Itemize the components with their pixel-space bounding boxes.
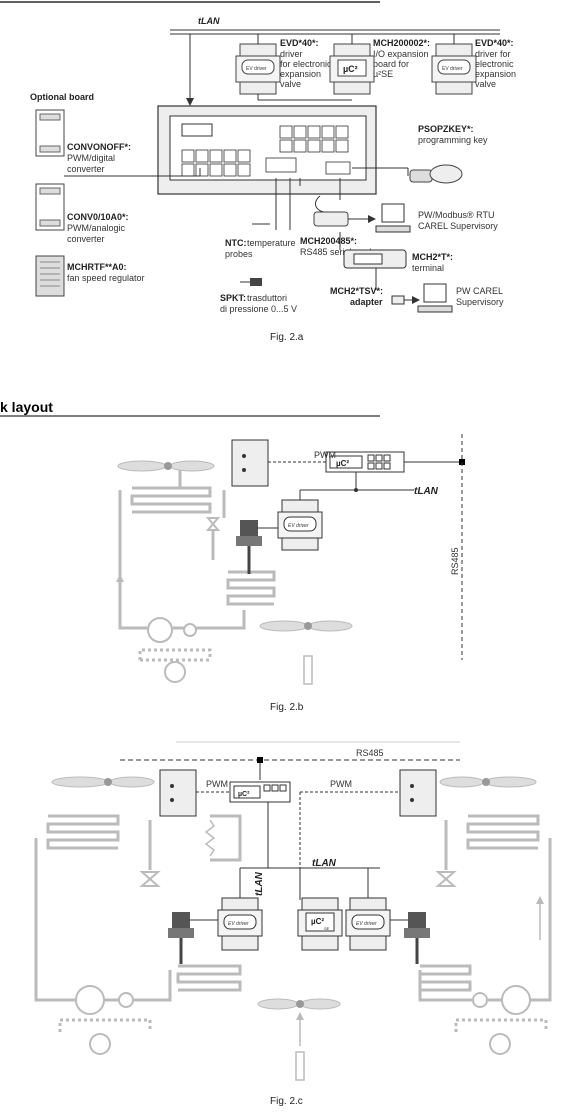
spkt-desc-inline: trasduttori xyxy=(247,293,287,303)
mch200002-desc-2: µ²SE xyxy=(373,69,393,79)
pw-modbus-desc-0: PW/Modbus® RTU xyxy=(418,210,494,220)
evd-right-name: EVD*40*: xyxy=(475,38,514,48)
pw-carel-desc-0: PW CAREL xyxy=(456,286,503,296)
pwm-label-b: PWM xyxy=(314,450,336,460)
ev-driver-label-b: EV driver xyxy=(288,523,309,529)
evd-left-device: EV driver xyxy=(235,34,281,95)
evd-left-desc-0: driver xyxy=(280,49,303,59)
uc2-label-b: µC² xyxy=(336,459,349,468)
psopzkey-desc-0: programming key xyxy=(418,135,488,145)
main-controller xyxy=(157,105,377,195)
pw-carel-desc-1: Supervisory xyxy=(456,297,504,307)
computer-icon xyxy=(375,203,411,233)
convonoff-desc-0: PWM/digital xyxy=(67,153,115,163)
rs485-serial-card xyxy=(313,195,349,227)
mch200002-desc-1: board for xyxy=(373,59,409,69)
evd-left-desc-1: for electronic xyxy=(280,59,332,69)
mch200485-desc-0: RS485 serial card xyxy=(300,247,372,257)
mch2tsv-desc-0: adapter xyxy=(350,297,383,307)
convonoff-name: CONVONOFF*: xyxy=(67,142,131,152)
conv010-desc-0: PWM/analogic xyxy=(67,223,126,233)
computer-icon-2 xyxy=(417,283,453,313)
mch2tsv-name: MCH2*TSV*: xyxy=(330,286,383,296)
rs485-label-c: RS485 xyxy=(356,748,384,758)
mch200002-desc-0: I/O expansion xyxy=(373,49,429,59)
evd-left-name: EVD*40*: xyxy=(280,38,319,48)
ev-driver-left-label-c: EV driver xyxy=(228,921,249,927)
convonoff-desc-1: converter xyxy=(67,164,105,174)
fig-2b xyxy=(116,434,465,685)
convonoff-device xyxy=(35,109,65,157)
psopzkey-name: PSOPZKEY*: xyxy=(418,124,474,134)
fig-2c-caption: Fig. 2.c xyxy=(270,1096,303,1107)
mchrtf-desc-0: fan speed regulator xyxy=(67,273,145,283)
evd-right-desc-2: expansion xyxy=(475,69,516,79)
evd-left-desc-3: valve xyxy=(280,79,301,89)
mch2t-name: MCH2*T*: xyxy=(412,252,453,262)
terminal-device xyxy=(343,249,407,269)
ntc-name: NTC: xyxy=(225,238,247,248)
evd-right-desc-3: valve xyxy=(475,79,496,89)
tlan-vertical-label-c: tLAN xyxy=(254,871,265,896)
ntc-desc-0: probes xyxy=(225,249,253,259)
pressure-transducer-icon xyxy=(240,278,262,286)
mchrtf-name: MCHRTF**A0: xyxy=(67,262,127,272)
tlan-label-b: tLAN xyxy=(414,486,439,497)
ntc-desc-inline: temperature xyxy=(247,238,296,248)
pwm-right-label-c: PWM xyxy=(330,779,352,789)
mch200002-device: µC² xyxy=(329,34,375,95)
uc2se-label-c: µC² xyxy=(311,917,324,926)
mch2t-desc-0: terminal xyxy=(412,263,444,273)
evd-right-desc-0: driver for xyxy=(475,49,511,59)
evd-right-device: EV driver xyxy=(431,34,477,95)
conv010-name: CONV0/10A0*: xyxy=(67,212,129,222)
uc2-label-c: µC² xyxy=(238,791,250,798)
evd-right-desc-1: electronic xyxy=(475,59,514,69)
fig-2b-caption: Fig. 2.b xyxy=(270,702,304,713)
ev-driver-right-label-c: EV driver xyxy=(356,921,377,927)
mch200485-name: MCH200485*: xyxy=(300,236,357,246)
tlan-label-a: tLAN xyxy=(198,16,220,26)
evd-left-desc-2: expansion xyxy=(280,69,321,79)
conv010-device xyxy=(35,183,65,231)
rs485-label-b: RS485 xyxy=(450,547,460,575)
fig-2a-caption: Fig. 2.a xyxy=(270,332,304,343)
optional-board-label: Optional board xyxy=(30,92,94,102)
mch200002-name: MCH200002*: xyxy=(373,38,430,48)
tlan-label-c: tLAN xyxy=(312,858,337,869)
evd-left-device-label: EV driver xyxy=(246,66,267,72)
mch200002-device-label: µC² xyxy=(343,64,358,74)
pwm-left-label-c: PWM xyxy=(206,779,228,789)
conv010-desc-1: converter xyxy=(67,234,105,244)
section-heading: k layout xyxy=(0,399,53,415)
fig-2c xyxy=(34,741,552,1081)
pw-modbus-desc-1: CAREL Supervisory xyxy=(418,221,498,231)
programming-key-device xyxy=(409,164,463,184)
arrow-down xyxy=(186,98,194,106)
evd-right-device-label: EV driver xyxy=(442,66,463,72)
adapter-icon xyxy=(391,295,405,305)
spkt-desc-0: di pressione 0...5 V xyxy=(220,304,297,314)
spkt-name: SPKT: xyxy=(220,293,246,303)
mchrtf-device xyxy=(35,255,65,297)
uc2se-sub-label-c: SE xyxy=(324,926,330,931)
